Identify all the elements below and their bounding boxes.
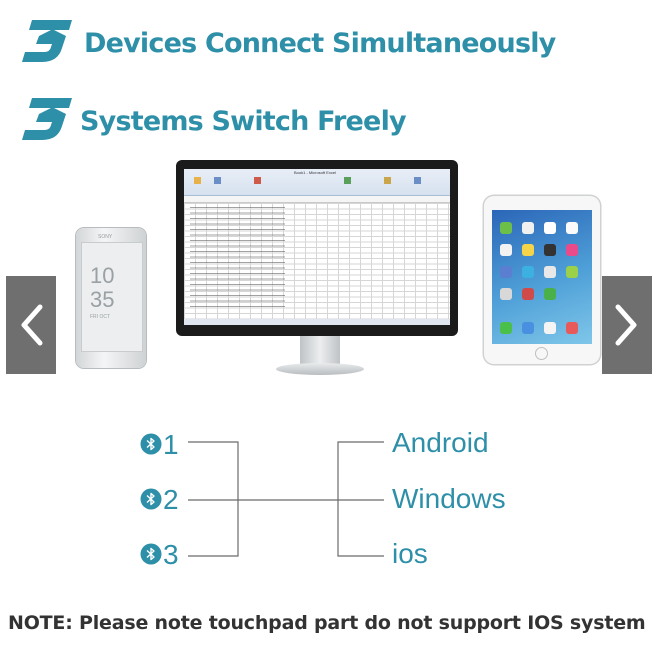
app-icon: [500, 266, 512, 278]
app-icon: [500, 244, 512, 256]
app-icon: [566, 222, 578, 234]
phone-date: FRI OCT: [90, 314, 110, 320]
app-icon: [566, 322, 578, 334]
app-icon: [522, 266, 534, 278]
tablet-image: [484, 196, 600, 364]
monitor-image: Book1 - Microsoft Excel: [176, 160, 458, 336]
chevron-right-icon: [615, 304, 637, 346]
app-icon: [544, 244, 556, 256]
formula-bar: [184, 196, 450, 203]
spreadsheet-data: [190, 207, 285, 309]
app-icon: [544, 288, 556, 300]
ribbon-icon: [414, 177, 421, 184]
bluetooth-icon: [140, 433, 162, 455]
app-icon: [500, 288, 512, 300]
monitor-screen: Book1 - Microsoft Excel: [184, 169, 450, 325]
ribbon-icon: [344, 177, 351, 184]
window-title: Book1 - Microsoft Excel: [294, 170, 337, 175]
bluetooth-channel-label: 2: [163, 484, 179, 515]
carousel-next-button[interactable]: [602, 276, 652, 374]
touchpad-note: NOTE: Please note touchpad part do not s…: [8, 612, 646, 634]
monitor-base: [276, 363, 364, 375]
system-label-android: Android: [392, 427, 489, 458]
phone-clock-hour: 10: [90, 263, 115, 288]
bluetooth-channel-label: 3: [163, 539, 179, 570]
chevron-left-icon: [21, 304, 43, 346]
app-icon: [544, 222, 556, 234]
phone-screen: 10 35 FRI OCT: [81, 242, 143, 352]
system-label-ios: ios: [392, 538, 428, 569]
number-3-badge: [22, 98, 72, 140]
phone-brand: SONY: [98, 234, 113, 240]
carousel-prev-button[interactable]: [6, 276, 56, 374]
number-3-badge: [22, 20, 72, 62]
app-icon: [566, 266, 578, 278]
system-label-windows: Windows: [392, 483, 506, 514]
ribbon-icon: [194, 177, 201, 184]
headline-devices: Devices Connect Simultaneously: [84, 28, 556, 59]
tablet-home-button: [536, 348, 547, 359]
ribbon-icon: [214, 177, 221, 184]
app-icon: [544, 266, 556, 278]
app-icon: [544, 322, 556, 334]
bluetooth-icon: [140, 488, 162, 510]
phone-clock-minute: 35: [90, 287, 115, 312]
app-icon: [500, 322, 512, 334]
app-icon: [522, 222, 534, 234]
tablet-screen: [492, 210, 592, 344]
app-icon: [500, 222, 512, 234]
sheet-tabs: [184, 319, 450, 325]
spreadsheet-ribbon: Book1 - Microsoft Excel: [184, 169, 450, 196]
headline-systems: Systems Switch Freely: [80, 106, 407, 137]
app-icon: [522, 244, 534, 256]
app-icon: [566, 244, 578, 256]
smartphone-image: SONY 10 35 FRI OCT: [76, 228, 146, 368]
monitor-stand: [300, 336, 340, 364]
app-icon: [522, 288, 534, 300]
ribbon-icon: [254, 177, 261, 184]
app-icon: [522, 322, 534, 334]
connection-diagram: [188, 441, 384, 557]
bluetooth-channel-label: 1: [163, 429, 179, 460]
bluetooth-icon: [140, 543, 162, 565]
ribbon-icon: [384, 177, 391, 184]
